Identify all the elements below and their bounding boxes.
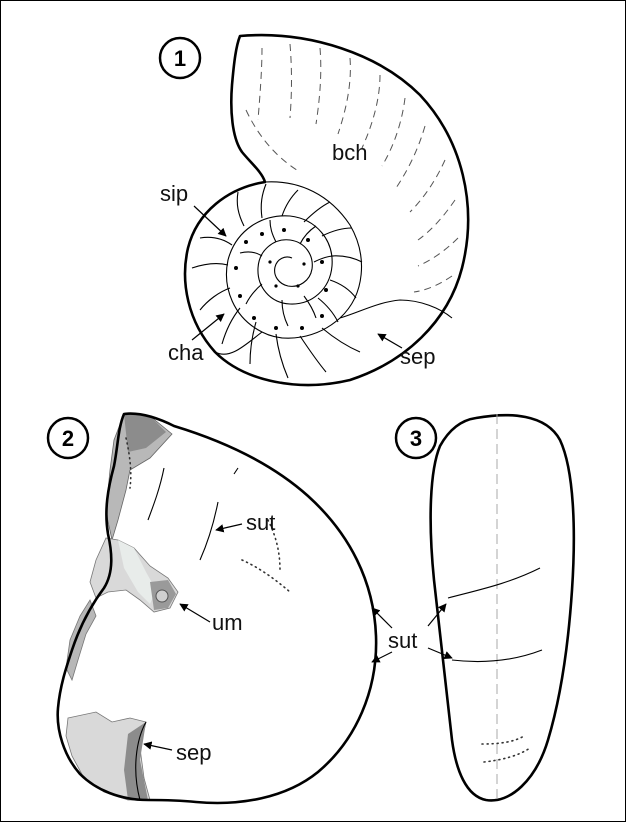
panel-2: 2 sut um [48, 414, 376, 803]
label-sep-2: sep [176, 740, 211, 765]
arrow-sut-shared-4 [428, 648, 452, 658]
phragmocone-spiral [215, 216, 340, 354]
matrix-patches [66, 414, 178, 800]
body-chamber-growth-lines [246, 44, 458, 292]
shell-outline [185, 35, 468, 385]
septa-lines [192, 184, 362, 378]
panel-3-number-badge: 3 [396, 418, 436, 458]
siphuncle-beads [234, 228, 328, 330]
arrow-sep-1 [378, 334, 402, 348]
label-sep-1: sep [400, 344, 435, 369]
panel-3: 3 [396, 414, 574, 800]
label-um: um [212, 610, 243, 635]
panel-2-number-badge: 2 [48, 418, 88, 458]
label-sut-2: sut [246, 510, 275, 535]
arrow-sut-2 [216, 524, 242, 530]
arrow-um [180, 604, 210, 622]
panel-1-number: 1 [174, 46, 186, 71]
label-sut-shared: sut [388, 628, 417, 653]
last-septum [340, 300, 452, 318]
label-bch: bch [332, 140, 367, 165]
label-sip: sip [160, 181, 188, 206]
label-cha: cha [168, 340, 204, 365]
specimen-3-sutures [448, 568, 542, 762]
arrow-sep-2 [144, 744, 172, 750]
panel-1: 1 [160, 35, 468, 385]
panel-3-number: 3 [410, 426, 422, 451]
panel-2-number: 2 [62, 426, 74, 451]
panel-1-number-badge: 1 [160, 38, 200, 78]
